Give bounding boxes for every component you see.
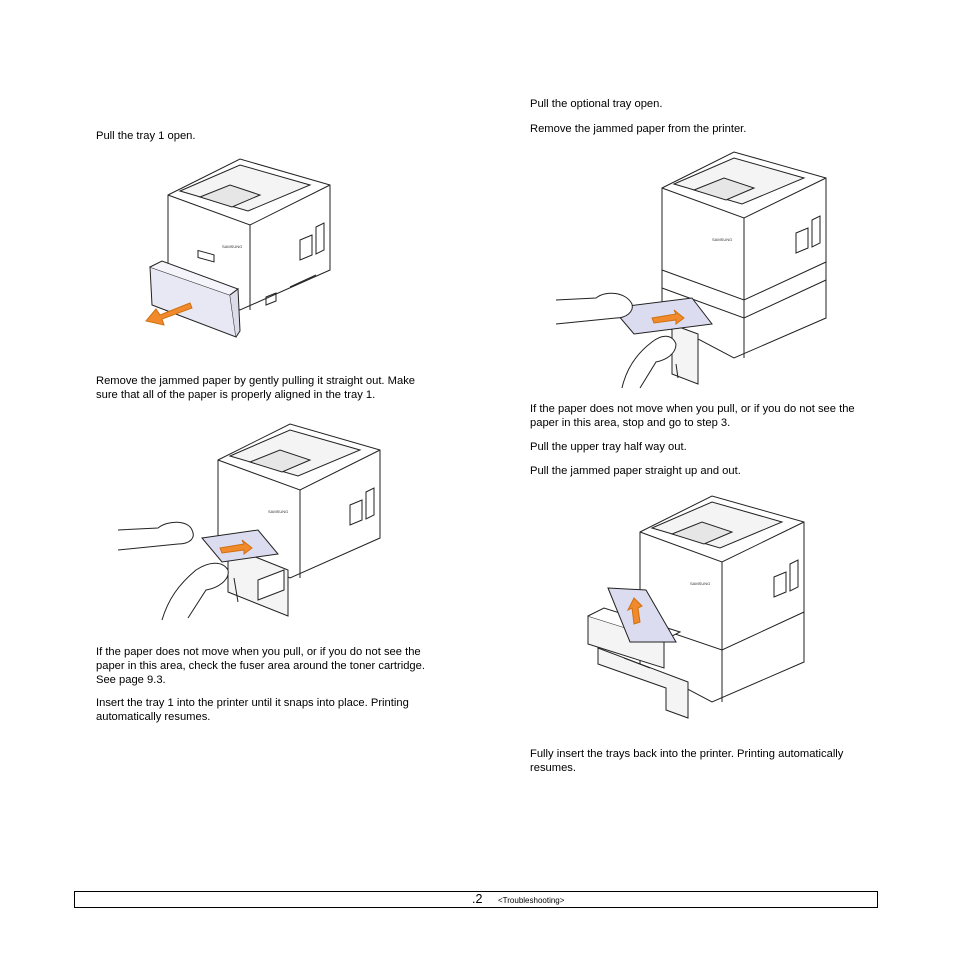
note-fuser-line3: See page 9.3.	[96, 674, 166, 686]
step-insert-line1: Insert the tray 1 into the printer until…	[96, 697, 409, 709]
note-step3-line2: paper in this area, stop and go to step …	[530, 417, 731, 429]
note-fuser-line2: paper in this area, check the fuser area…	[96, 660, 425, 672]
step-upper-tray: Pull the upper tray half way out.	[530, 441, 687, 453]
note-step3-line1: If the paper does not move when you pull…	[530, 403, 855, 415]
illustration-upper-tray: SAMSUNG	[584, 492, 810, 722]
note-fuser-line1: If the paper does not move when you pull…	[96, 646, 421, 658]
step-fully-insert-line2: resumes.	[530, 762, 577, 774]
brand-text: SAMSUNG	[222, 244, 242, 249]
step-pull-optional: Pull the optional tray open.	[530, 98, 663, 110]
step-fully-insert-line1: Fully insert the trays back into the pri…	[530, 748, 844, 760]
step-pull-tray1: Pull the tray 1 open.	[96, 130, 196, 142]
brand-text: SAMSUNG	[268, 509, 288, 514]
illustration-tray1-open: SAMSUNG	[140, 155, 340, 340]
brand-text: SAMSUNG	[712, 237, 732, 242]
section-name: <Troubleshooting>	[498, 896, 565, 905]
step-remove-paper-line2: sure that all of the paper is properly a…	[96, 389, 376, 401]
step-remove-jammed: Remove the jammed paper from the printer…	[530, 123, 747, 135]
step-remove-paper-line1: Remove the jammed paper by gently pullin…	[96, 375, 416, 387]
step-pull-up: Pull the jammed paper straight up and ou…	[530, 465, 741, 477]
page-number: .2	[472, 892, 483, 906]
illustration-remove-paper-tray1: SAMSUNG	[118, 420, 388, 625]
page-footer: .2 <Troubleshooting>	[74, 891, 878, 908]
step-insert-line2: automatically resumes.	[96, 711, 211, 723]
brand-text: SAMSUNG	[690, 581, 710, 586]
illustration-optional-tray: SAMSUNG	[552, 148, 832, 393]
